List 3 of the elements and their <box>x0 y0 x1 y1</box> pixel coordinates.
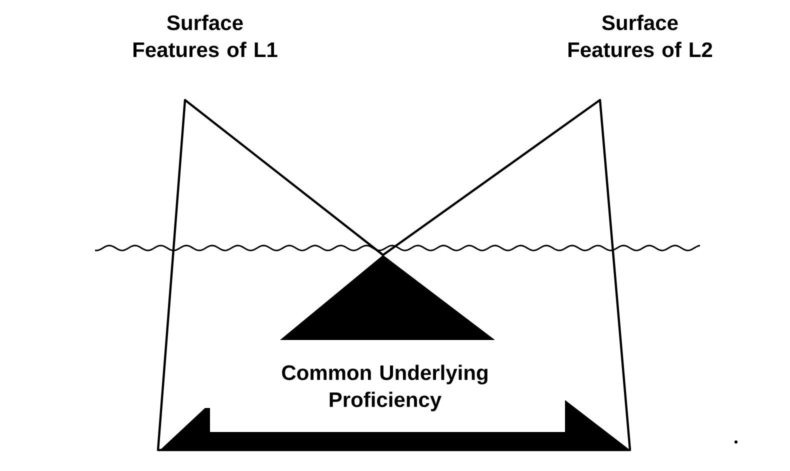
label: Common Underlying Proficiency <box>282 364 488 412</box>
label: Surface Features of L2 <box>568 14 712 58</box>
label: Surface Features of L1 <box>134 14 278 58</box>
